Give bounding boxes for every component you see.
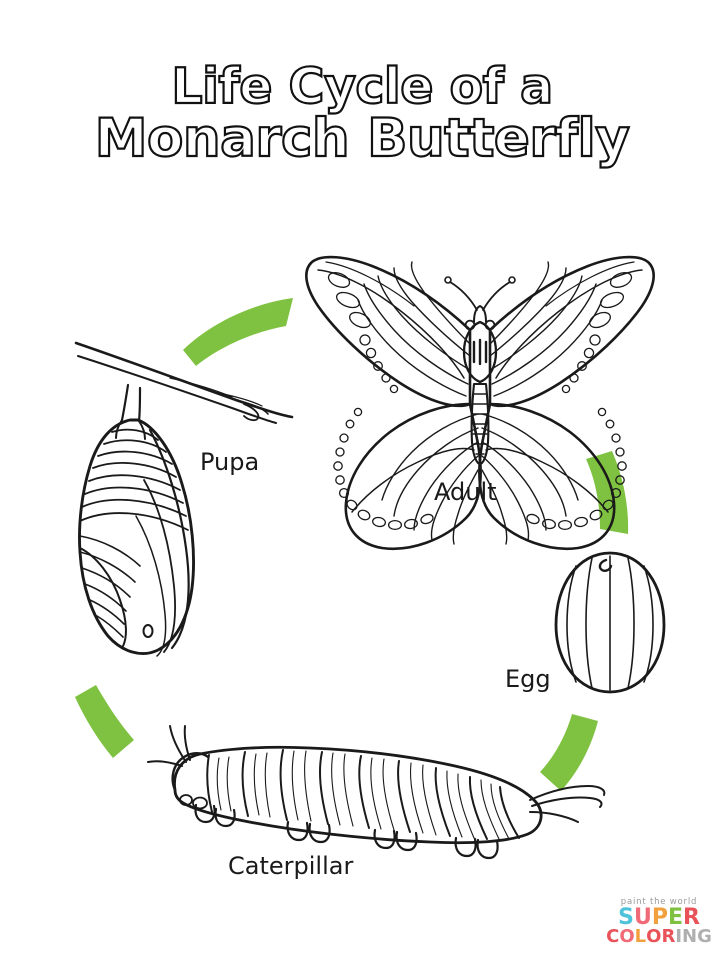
- logo-super-letter-4: R: [682, 904, 700, 930]
- arrow-pupa-to-adult: [183, 298, 293, 366]
- logo-coloring-letter-2: L: [634, 926, 647, 948]
- logo-super-letter-0: S: [618, 904, 634, 930]
- logo-word-coloring: COLORING: [600, 926, 718, 948]
- arrow-egg-to-caterpillar: [540, 714, 598, 791]
- logo-coloring-letter-7: G: [697, 926, 712, 948]
- logo-coloring-letter-6: N: [682, 926, 698, 948]
- stage-label-caterpillar: Caterpillar: [228, 852, 354, 880]
- title-line-2: Monarch Butterfly: [94, 107, 631, 169]
- pupa-illustration: [74, 341, 294, 657]
- caterpillar-illustration: [147, 725, 606, 860]
- logo-coloring-letter-5: I: [675, 926, 683, 948]
- adult-butterfly-illustration: [305, 255, 655, 551]
- cycle-arrows: [75, 298, 629, 791]
- logo-word-super: SUPER: [600, 904, 718, 930]
- stage-label-adult: Adult: [434, 478, 497, 506]
- supercoloring-logo: paint the world SUPER COLORING: [600, 897, 718, 948]
- logo-super-letter-1: U: [633, 904, 652, 930]
- title-line-1: Life Cycle of a: [170, 58, 554, 115]
- logo-coloring-letter-1: O: [619, 926, 635, 948]
- stage-label-egg: Egg: [505, 665, 551, 693]
- arrow-caterpillar-to-pupa: [75, 685, 134, 758]
- arrow-adult-to-egg: [586, 451, 629, 534]
- logo-coloring-letter-0: C: [606, 926, 620, 948]
- logo-super-letter-2: P: [651, 904, 668, 930]
- logo-tagline: paint the world: [620, 897, 698, 907]
- logo-coloring-letter-3: O: [646, 926, 662, 948]
- page-title: Life Cycle of a Monarch Butterfly: [0, 58, 724, 169]
- stage-label-pupa: Pupa: [200, 448, 260, 476]
- egg-illustration: [554, 551, 666, 694]
- logo-super-letter-3: E: [667, 904, 683, 930]
- logo-coloring-letter-4: R: [661, 926, 676, 948]
